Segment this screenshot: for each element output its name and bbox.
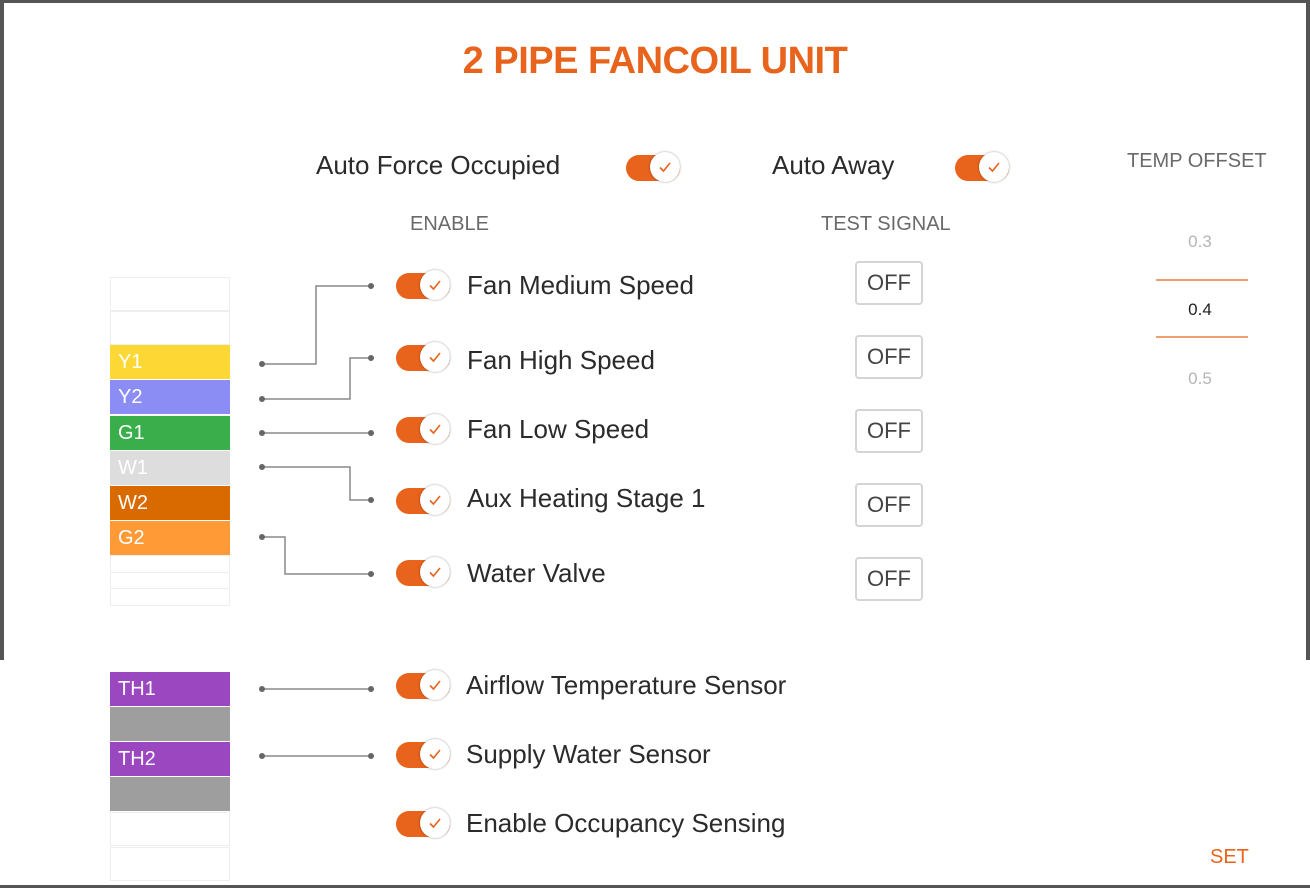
aux-heating-stage-1-toggle[interactable] xyxy=(396,484,450,516)
fan-medium-speed-label: Fan Medium Speed xyxy=(467,270,694,300)
page-title: 2 PIPE FANCOIL UNIT xyxy=(462,40,848,82)
set-button[interactable]: SET xyxy=(1210,846,1249,868)
fan-low-speed-test-button[interactable]: OFF xyxy=(855,409,923,453)
temp-offset-option[interactable]: 0.3 xyxy=(1188,232,1212,251)
test-signal-header: TEST SIGNAL xyxy=(821,213,951,235)
frame-border-bottom xyxy=(0,885,1310,888)
terminal-g1: G1 xyxy=(110,416,230,450)
terminal-y1: Y1 xyxy=(110,345,230,379)
check-icon xyxy=(420,485,450,515)
terminal-slot-empty xyxy=(110,847,230,881)
terminal-th2-ground xyxy=(110,777,230,811)
check-icon xyxy=(420,342,450,372)
terminal-th1: TH1 xyxy=(110,672,230,706)
check-icon xyxy=(979,152,1009,182)
terminal-y2: Y2 xyxy=(110,380,230,414)
airflow-temperature-sensor-toggle[interactable] xyxy=(396,669,450,701)
terminal-w1: W1 xyxy=(110,451,230,485)
fan-low-speed-label: Fan Low Speed xyxy=(467,414,650,444)
fan-high-speed-toggle[interactable] xyxy=(396,341,450,373)
check-icon xyxy=(420,270,450,300)
terminal-th2: TH2 xyxy=(110,742,230,776)
check-icon xyxy=(420,808,450,838)
terminal-w2: W2 xyxy=(110,486,230,520)
terminal-th1-ground xyxy=(110,707,230,741)
fan-high-speed-label: Fan High Speed xyxy=(467,345,655,375)
auto-away-label: Auto Away xyxy=(772,150,895,180)
terminal-slot-empty xyxy=(110,277,230,311)
enable-occupancy-sensing-toggle[interactable] xyxy=(396,807,450,839)
terminal-slot-empty xyxy=(110,812,230,846)
check-icon xyxy=(650,152,680,182)
water-valve-label: Water Valve xyxy=(467,558,606,588)
water-valve-toggle[interactable] xyxy=(396,556,450,588)
terminal-slot-empty xyxy=(110,572,230,606)
check-icon xyxy=(420,414,450,444)
fan-medium-speed-toggle[interactable] xyxy=(396,269,450,301)
picker-divider xyxy=(1156,279,1248,281)
temp-offset-selected[interactable]: 0.4 xyxy=(1188,300,1212,319)
fan-medium-speed-test-button[interactable]: OFF xyxy=(855,261,923,305)
enable-occupancy-sensing-label: Enable Occupancy Sensing xyxy=(466,808,786,838)
fan-high-speed-test-button[interactable]: OFF xyxy=(855,335,923,379)
enable-header: ENABLE xyxy=(410,213,489,235)
terminal-g2: G2 xyxy=(110,521,230,555)
airflow-temperature-sensor-label: Airflow Temperature Sensor xyxy=(466,670,787,700)
supply-water-sensor-label: Supply Water Sensor xyxy=(466,739,711,769)
frame-border-right xyxy=(1306,0,1310,660)
temp-offset-label: TEMP OFFSET xyxy=(1127,150,1267,172)
check-icon xyxy=(420,557,450,587)
terminal-slot-empty xyxy=(110,311,230,345)
aux-heating-stage-1-test-button[interactable]: OFF xyxy=(855,483,923,527)
frame-border-left xyxy=(0,0,4,660)
supply-water-sensor-toggle[interactable] xyxy=(396,738,450,770)
water-valve-test-button[interactable]: OFF xyxy=(855,557,923,601)
picker-divider xyxy=(1156,336,1248,338)
auto-force-occupied-label: Auto Force Occupied xyxy=(316,150,561,180)
check-icon xyxy=(420,670,450,700)
fan-low-speed-toggle[interactable] xyxy=(396,413,450,445)
aux-heating-stage-1-label: Aux Heating Stage 1 xyxy=(467,483,706,513)
auto-away-toggle[interactable] xyxy=(955,151,1009,183)
frame-border-top xyxy=(0,0,1310,3)
auto-force-occupied-toggle[interactable] xyxy=(626,151,680,183)
check-icon xyxy=(420,739,450,769)
temp-offset-option[interactable]: 0.5 xyxy=(1188,369,1212,388)
